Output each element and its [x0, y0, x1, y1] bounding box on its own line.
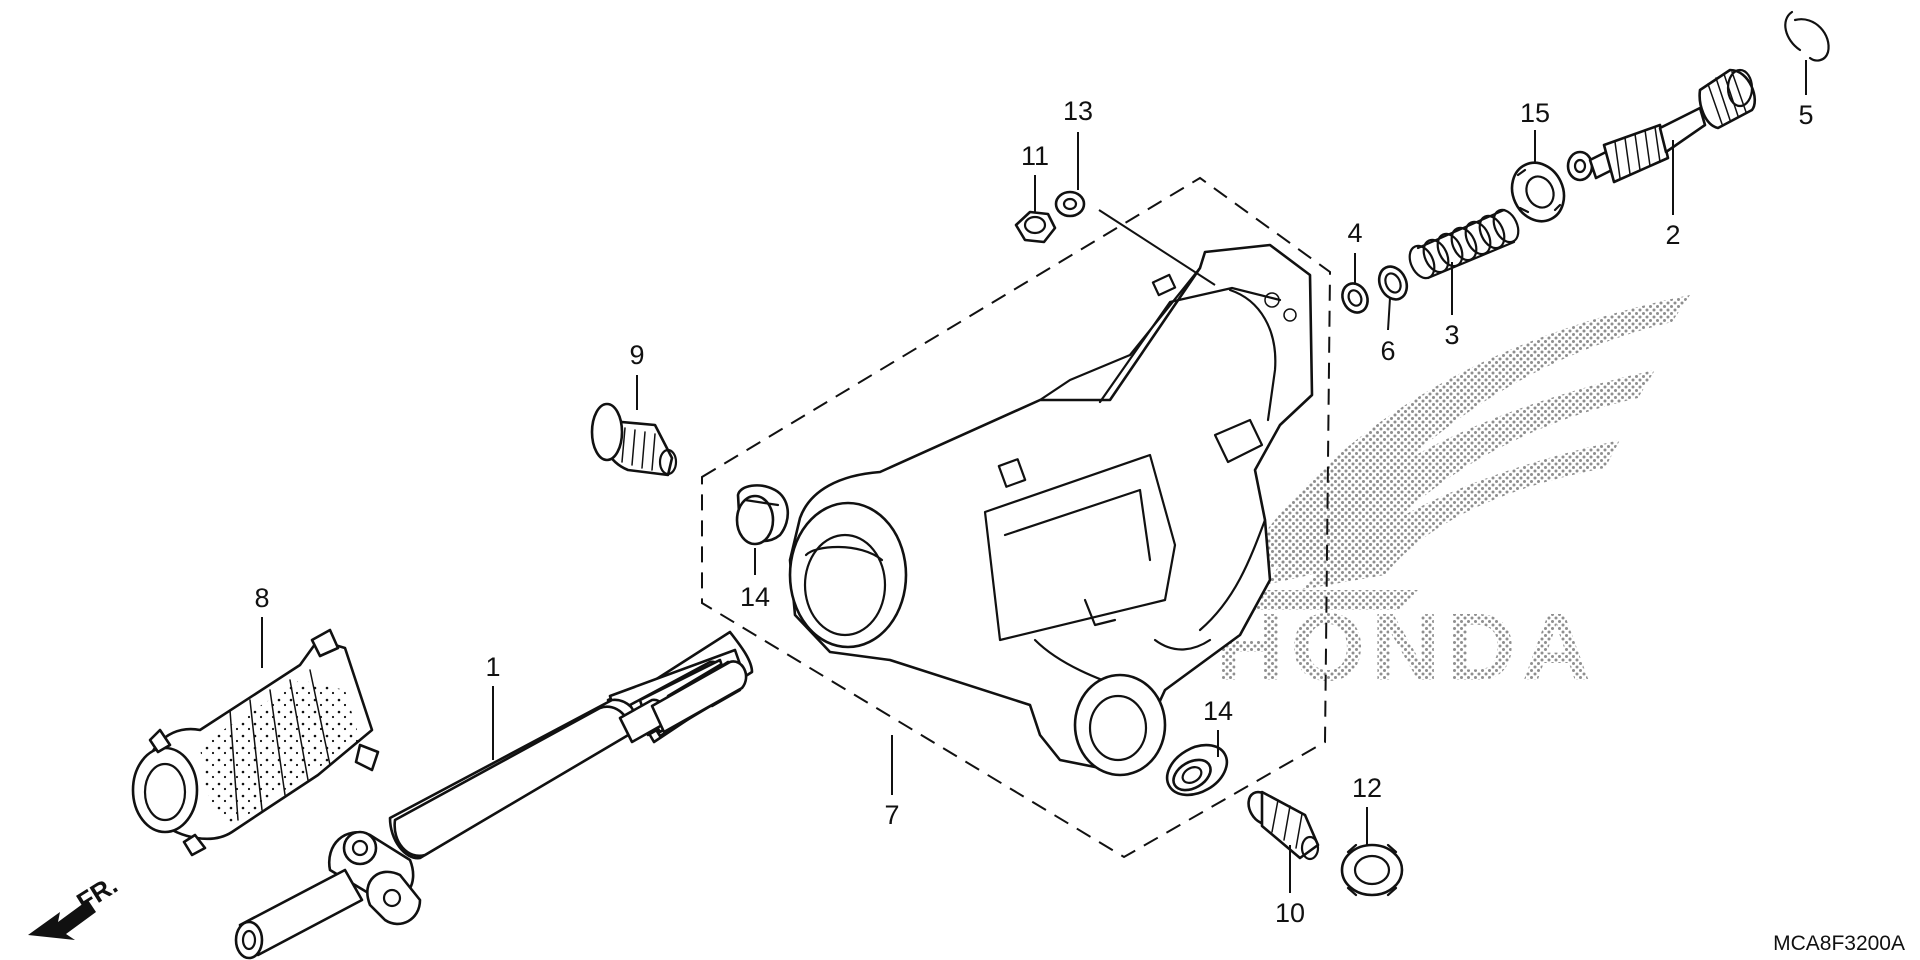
- callout-4: 4: [1347, 218, 1362, 248]
- callout-13: 13: [1063, 96, 1093, 126]
- rubber-boot: [131, 628, 380, 857]
- callout-14-upper: 14: [740, 582, 770, 612]
- leader-lines: [261, 60, 1807, 893]
- drawing-code: MCA8F3200A: [1773, 932, 1905, 955]
- callout-6: 6: [1380, 336, 1395, 366]
- spring: [1408, 208, 1520, 280]
- flange-nut: [1510, 161, 1566, 223]
- drive-shaft-tube: [393, 660, 748, 858]
- callout-3: 3: [1444, 320, 1459, 350]
- callout-14-lower: 14: [1203, 696, 1233, 726]
- callout-8: 8: [254, 583, 269, 613]
- honda-wing-logo: HONDA: [1215, 295, 1690, 701]
- lock-nut: [1340, 843, 1404, 897]
- circlip: [1784, 10, 1830, 62]
- output-shaft: [1566, 68, 1757, 184]
- callout-10: 10: [1275, 898, 1305, 928]
- watermark-text: HONDA: [1215, 594, 1597, 701]
- callout-9: 9: [629, 340, 644, 370]
- bearing-right: [1165, 743, 1229, 797]
- callout-1: 1: [485, 652, 500, 682]
- cap-nut: [1014, 210, 1057, 244]
- pivot-bolt-left: [590, 402, 678, 477]
- front-direction-arrow-icon: FR.: [28, 869, 123, 940]
- callout-7: 7: [884, 800, 899, 830]
- swingarm: [788, 243, 1314, 777]
- callout-15: 15: [1520, 98, 1550, 128]
- callout-labels: 1 2 3 4 5 6 7 8 9 10 11 12 13 14 14 15: [254, 96, 1813, 928]
- pivot-bolt-right: [1247, 790, 1320, 861]
- bearing-left: [735, 484, 789, 546]
- callout-12: 12: [1352, 773, 1382, 803]
- washer-6: [1377, 265, 1409, 301]
- callout-2: 2: [1665, 220, 1680, 250]
- callout-5: 5: [1798, 100, 1813, 130]
- washer-13: [1054, 190, 1086, 218]
- callout-11: 11: [1021, 141, 1049, 171]
- assembly-outline: [701, 176, 1332, 859]
- seal-4: [1341, 282, 1369, 314]
